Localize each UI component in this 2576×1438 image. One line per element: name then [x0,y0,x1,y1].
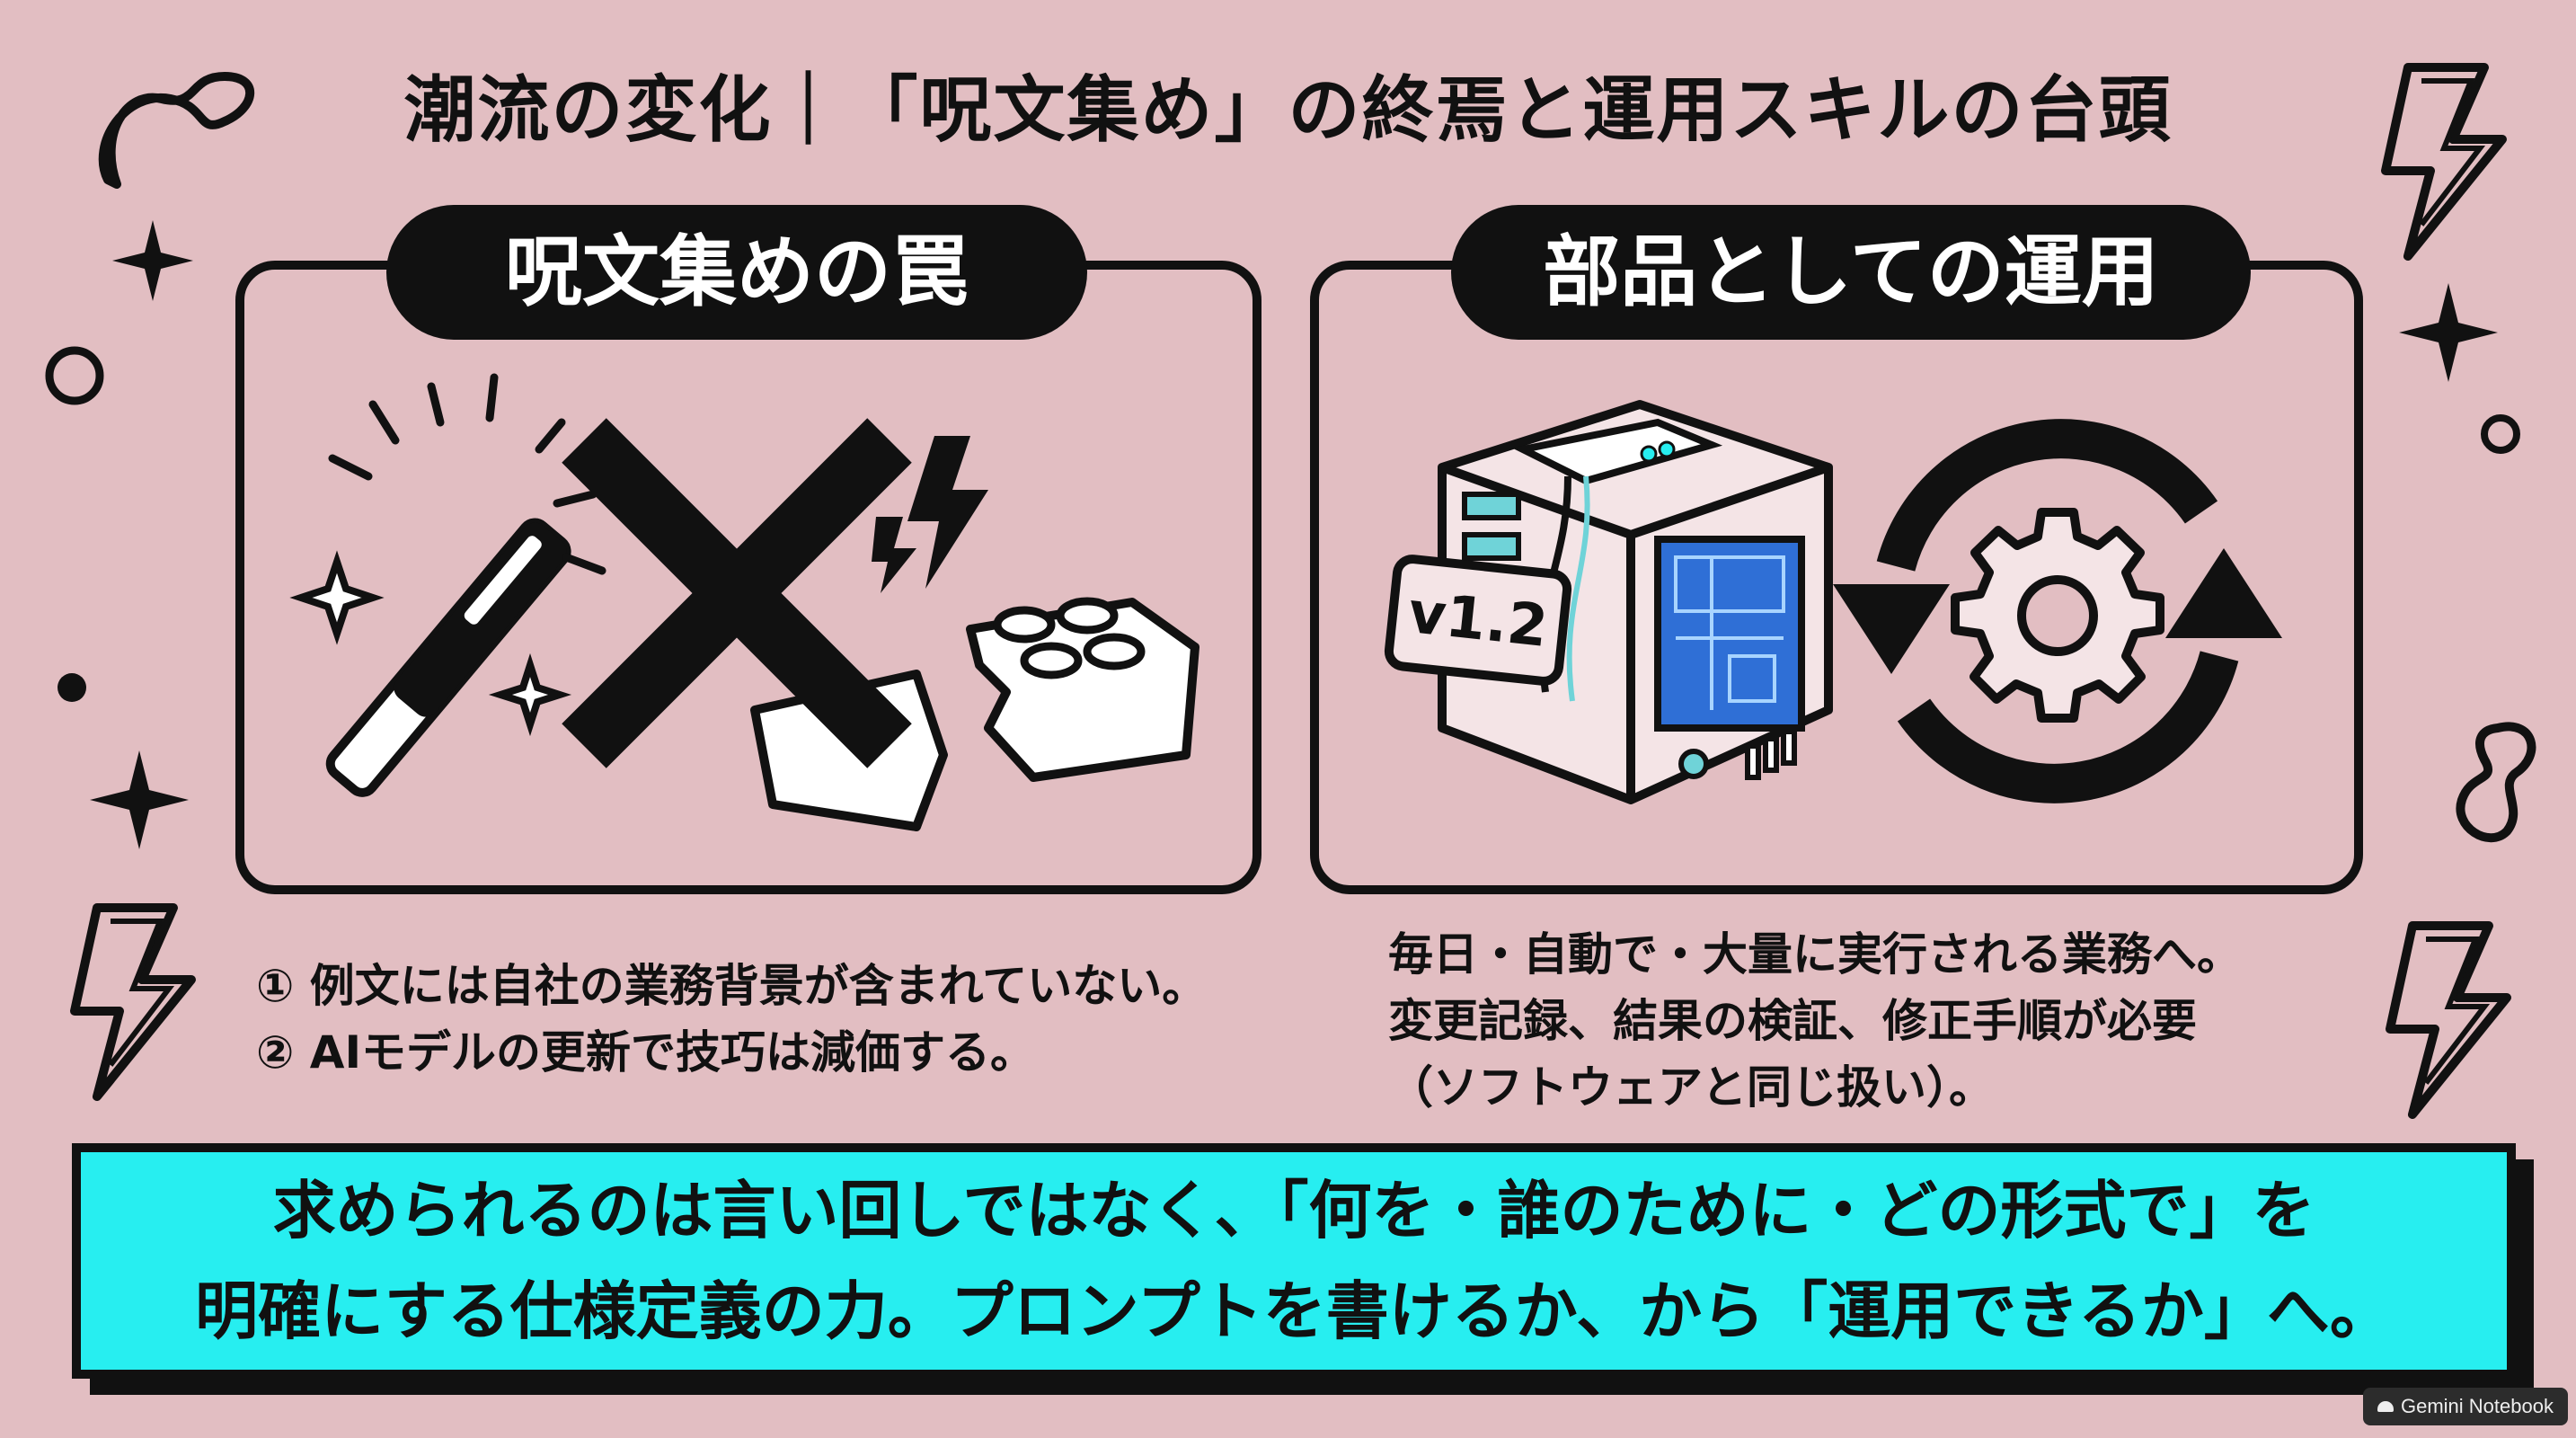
left-line-2: ② AIモデルの更新で技巧は減価する。 [256,1026,1036,1078]
lightning-icon [2386,921,2511,1119]
circle-icon [45,346,104,405]
lightning-icon [872,436,988,593]
lightning-icon [2381,63,2507,261]
watermark-label: Gemini Notebook [2401,1395,2554,1417]
left-panel-text: ① 例文には自社の業務背景が含まれていない。 ② AIモデルの更新で技巧は減価す… [256,953,1271,1086]
bean-icon [2456,722,2536,843]
left-panel-heading: 呪文集めの罠 [386,205,1087,340]
version-tag-label: v1.2 [1405,580,1551,661]
right-line-3: （ソフトウェアと同じ扱い）。 [1388,1061,1994,1114]
server-icon [1438,400,1833,804]
banner-line-1: 求められるのは言い回しではなく、「何を・誰のために・どの形式で」を [272,1174,2315,1247]
gear-icon [1951,508,2164,723]
bean-icon [98,72,255,189]
right-line-2: 変更記録、結果の検証、修正手順が必要 [1388,995,2197,1047]
summary-banner: 求められるのは言い回しではなく、「何を・誰のために・どの形式で」を 明確にする仕… [72,1143,2516,1379]
notebook-icon [2377,1401,2394,1412]
page-title: 潮流の変化｜「呪文集め」の終焉と運用スキルの台頭 [403,68,2173,152]
magic-wand-icon [289,373,606,797]
left-line-1: ① 例文には自社の業務背景が含まれていない。 [256,960,1208,1012]
right-line-1: 毎日・自動で・大量に実行される業務へ。 [1388,928,2242,981]
right-panel-heading: 部品としての運用 [1451,205,2251,340]
sparkle-icon [112,220,193,301]
sparkle-icon [2399,283,2498,382]
banner-line-2: 明確にする仕様定義の力。プロンプトを書けるか、から「運用できるか」へ。 [195,1274,2393,1348]
sparkle-icon [90,750,189,849]
right-panel-text: 毎日・自動で・大量に実行される業務へ。 変更記録、結果の検証、修正手順が必要 （… [1388,921,2377,1121]
watermark-badge: Gemini Notebook [2363,1388,2568,1425]
lightning-icon [70,903,196,1101]
version-tag: v1.2 [1382,552,1574,688]
cross-icon [562,418,912,768]
dot-icon [58,673,86,702]
circle-icon [2481,414,2520,454]
cycle-arrows-icon [1833,419,2282,803]
